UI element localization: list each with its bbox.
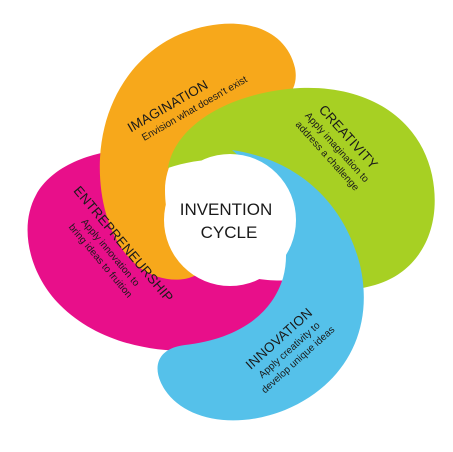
innovation-petal	[157, 150, 364, 421]
center-line-1: INVENTION	[180, 200, 273, 219]
imagination-petal	[99, 23, 296, 280]
center-line-2: CYCLE	[201, 223, 258, 242]
center-circle	[164, 154, 296, 286]
